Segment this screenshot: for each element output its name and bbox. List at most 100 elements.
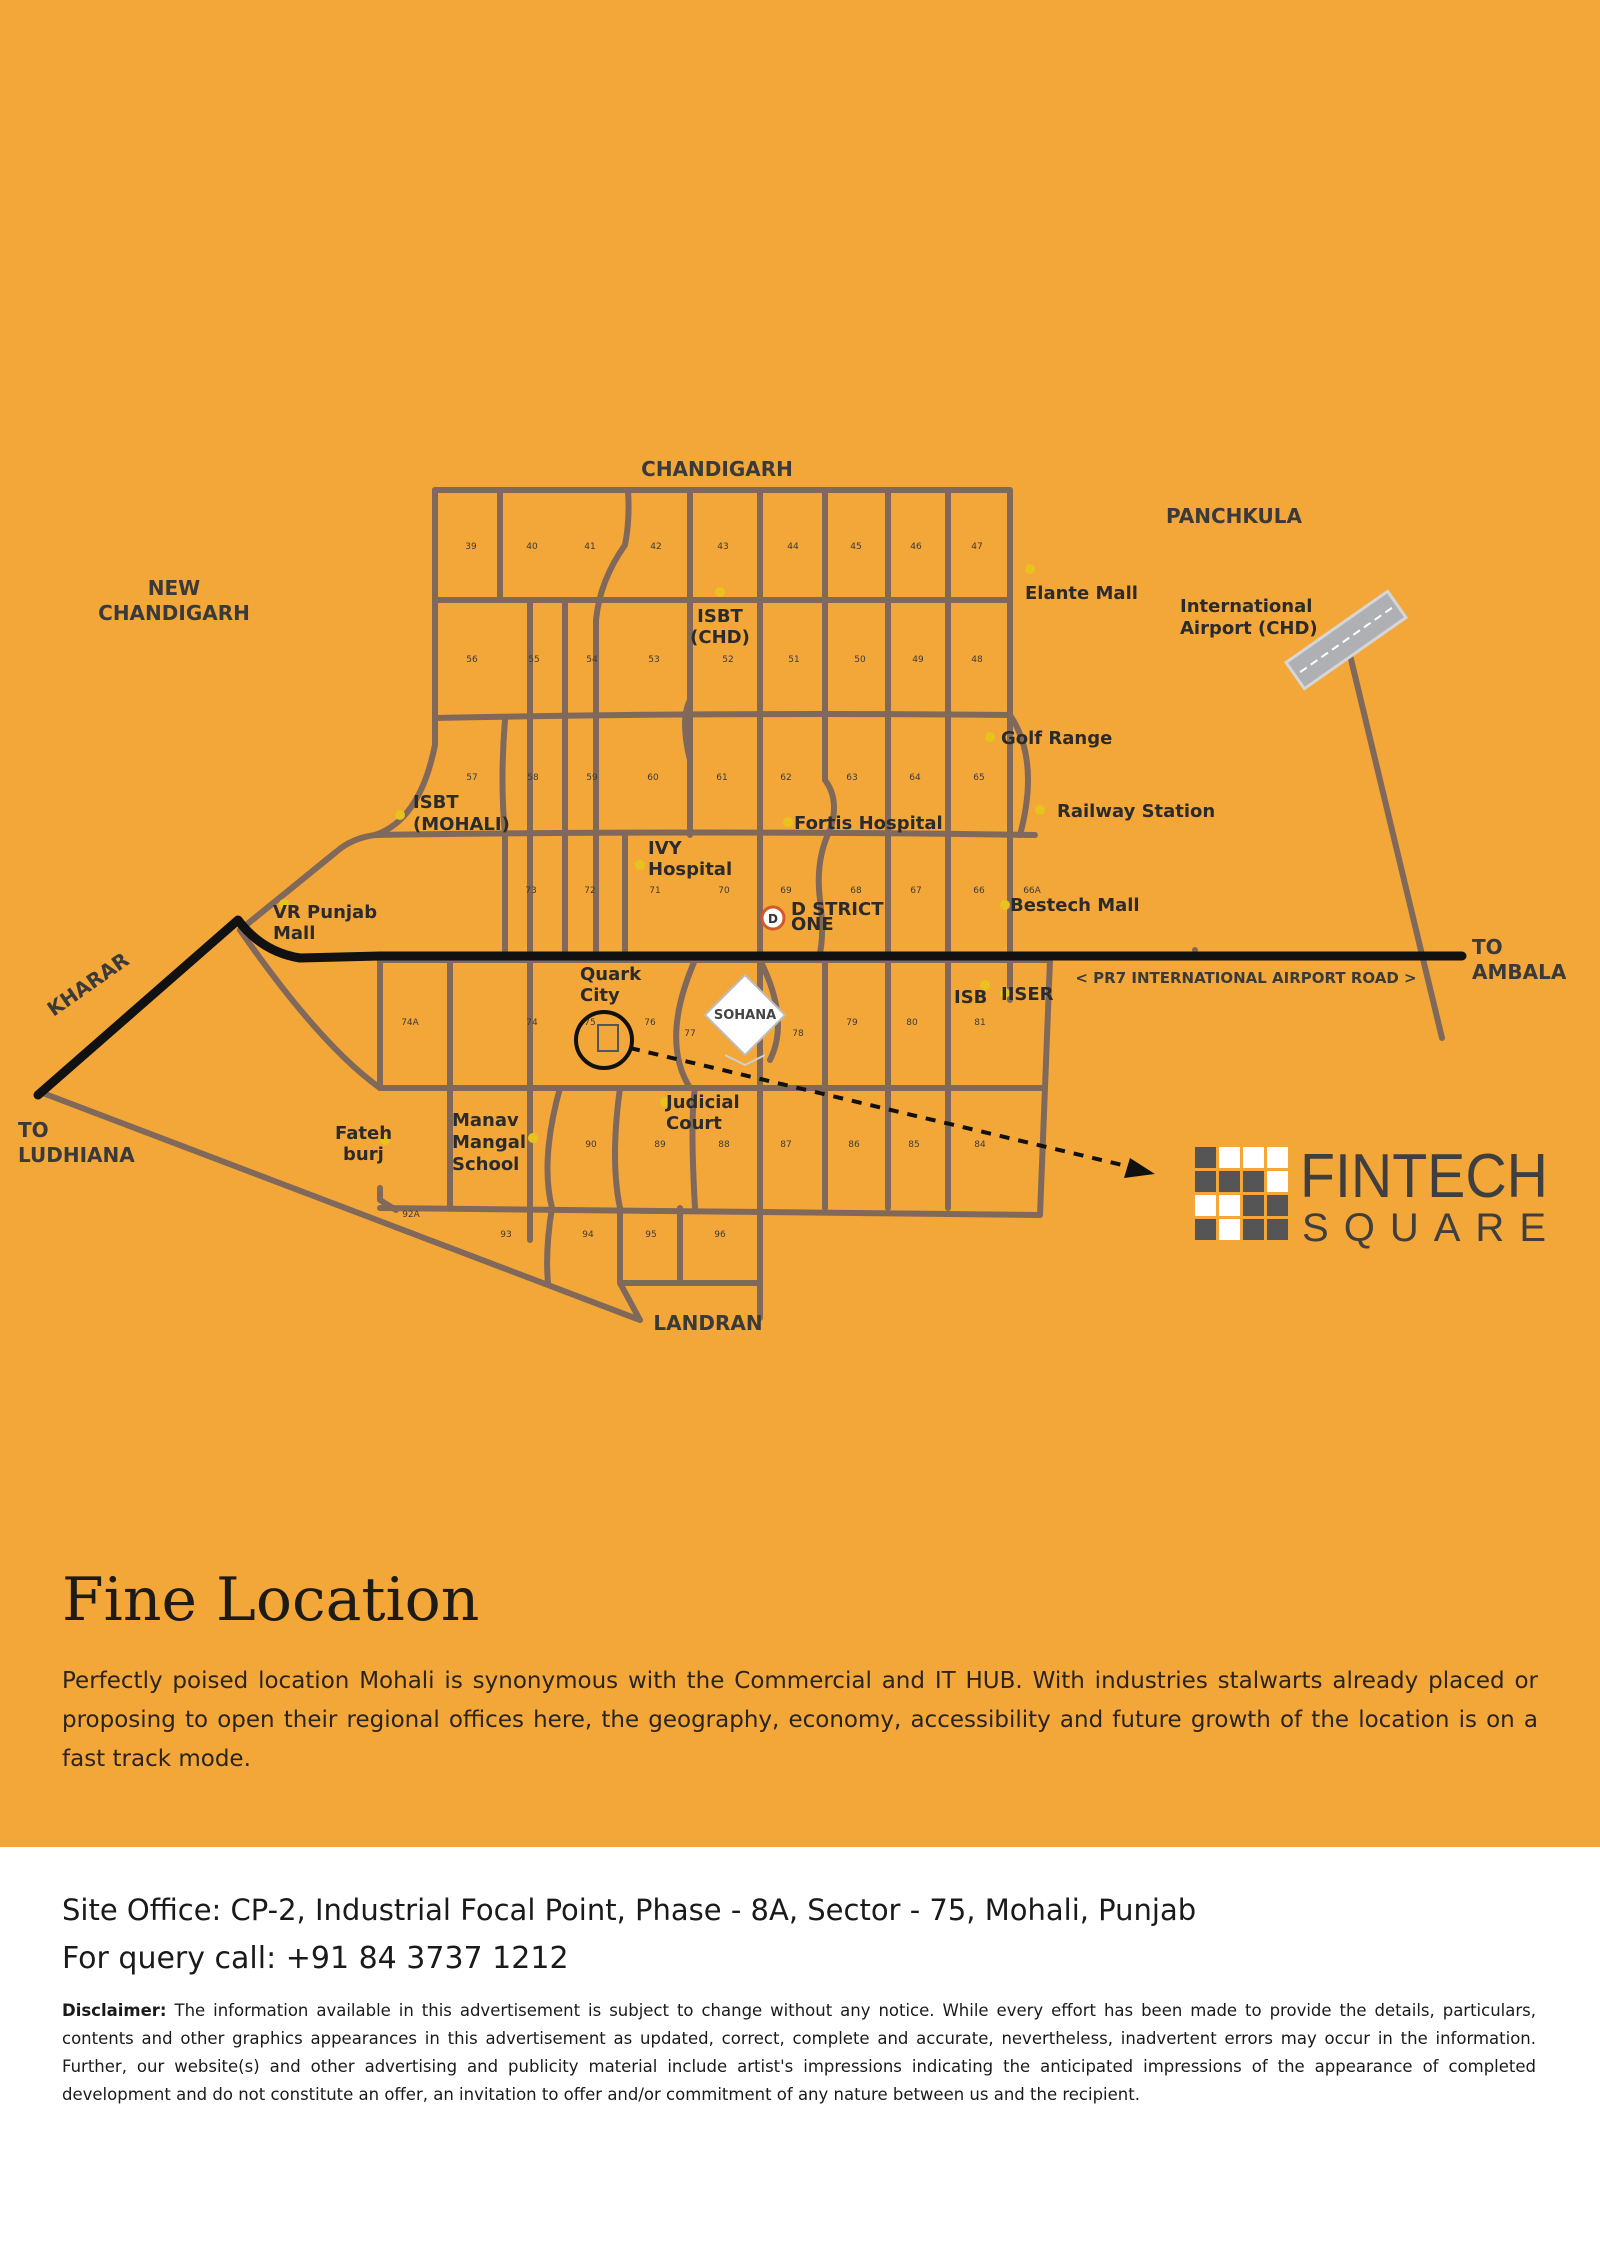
sector-label: 89 <box>654 1140 666 1150</box>
landmark-district-one-line2: ONE <box>791 914 834 935</box>
region-new-chandigarh-line2: CHANDIGARH <box>98 601 250 625</box>
fintech-square-logo: FINTECH SQUARE <box>1195 1142 1548 1250</box>
sector-label: 52 <box>722 655 733 665</box>
site-location-marker <box>574 1010 1155 1178</box>
sector-label: 76 <box>644 1018 656 1028</box>
landmark-quark-line2: City <box>580 985 620 1006</box>
logo-mosaic-icon <box>1195 1147 1288 1240</box>
landmark-elante-mall: Elante Mall <box>1025 583 1138 604</box>
region-kharar: KHARAR <box>43 947 134 1021</box>
sector-label: 47 <box>971 542 982 552</box>
section-title: Fine Location <box>62 1565 480 1635</box>
logo-text-fintech: FINTECH <box>1300 1142 1548 1211</box>
sector-label: 75 <box>584 1018 595 1028</box>
sector-label: 39 <box>465 542 477 552</box>
sector-label: 85 <box>908 1140 919 1150</box>
sector-label: 53 <box>648 655 659 665</box>
to-ambala-line2: AMBALA <box>1472 960 1567 984</box>
sector-label: 45 <box>850 542 861 552</box>
highway <box>33 915 1467 1100</box>
sector-label: 88 <box>718 1140 730 1150</box>
sector-label: 50 <box>854 655 866 665</box>
landmark-district-one-line1: D STRICT <box>791 899 884 920</box>
region-panchkula: PANCHKULA <box>1166 504 1303 528</box>
section-body: Perfectly poised location Mohali is syno… <box>62 1668 1538 1772</box>
landmark-judicial-line2: Court <box>666 1113 722 1134</box>
query-phone-number: For query call: +91 84 3737 1212 <box>62 1941 569 1976</box>
landmark-bestech-mall: Bestech Mall <box>1010 895 1140 916</box>
sector-label: 69 <box>780 886 792 896</box>
sector-label: 81 <box>974 1018 985 1028</box>
to-ludhiana-line2: LUDHIANA <box>18 1143 135 1167</box>
sector-numbers: 39 40 41 42 43 44 45 46 47 56 55 54 53 5… <box>401 542 1041 1240</box>
sector-label: 66A <box>1023 886 1041 896</box>
sohana-label: SOHANA <box>714 1008 776 1023</box>
landmark-labels: Elante Mall International Airport (CHD) … <box>273 583 1318 1175</box>
sector-label: 74A <box>401 1018 419 1028</box>
road-grid <box>37 487 1445 1323</box>
sector-label: 63 <box>846 773 857 783</box>
sector-label: 77 <box>684 1029 695 1039</box>
sector-label: 78 <box>792 1029 804 1039</box>
region-landran: LANDRAN <box>653 1311 762 1335</box>
sector-label: 96 <box>714 1230 726 1240</box>
sector-label: 67 <box>910 886 921 896</box>
sector-label: 56 <box>466 655 478 665</box>
to-ambala-line1: TO <box>1472 935 1503 959</box>
sector-label: 43 <box>717 542 728 552</box>
sector-label: 46 <box>910 542 922 552</box>
sector-label: 80 <box>906 1018 918 1028</box>
sector-label: 84 <box>974 1140 986 1150</box>
landmark-manav-line3: School <box>452 1154 519 1175</box>
landmark-isb: ISB <box>954 987 987 1008</box>
sector-label: 51 <box>788 655 799 665</box>
sector-label: 90 <box>585 1140 597 1150</box>
sector-label: 61 <box>716 773 727 783</box>
sector-label: 73 <box>525 886 536 896</box>
landmark-airport-line1: International <box>1180 596 1312 617</box>
district-one-logo: D <box>760 905 786 931</box>
sector-label: 70 <box>718 886 730 896</box>
sector-label: 62 <box>780 773 791 783</box>
sector-label: 42 <box>650 542 661 552</box>
region-labels: CHANDIGARH PANCHKULA NEW CHANDIGARH KHAR… <box>18 457 1567 1335</box>
sector-label: 40 <box>526 542 538 552</box>
sector-label: 58 <box>527 773 539 783</box>
sector-label: 95 <box>645 1230 656 1240</box>
landmark-isbt-mohali-line1: ISBT <box>413 792 459 813</box>
disclaimer: Disclaimer: The information available in… <box>62 1997 1536 2109</box>
sector-label: 92A <box>402 1210 420 1220</box>
sector-label: 87 <box>780 1140 791 1150</box>
road-label-pr7: < PR7 INTERNATIONAL AIRPORT ROAD > <box>1075 969 1416 987</box>
location-map: 39 40 41 42 43 44 45 46 47 56 55 54 53 5… <box>18 457 1567 1335</box>
sector-label: 93 <box>500 1230 511 1240</box>
landmark-fateh-line1: Fateh <box>335 1123 392 1144</box>
landmark-ivy-line1: IVY <box>648 838 683 859</box>
sector-label: 59 <box>586 773 598 783</box>
landmark-judicial-line1: Judicial <box>664 1092 740 1113</box>
landmark-isbt-chd-line1: ISBT <box>697 606 743 627</box>
sector-label: 79 <box>846 1018 858 1028</box>
sector-label: 71 <box>649 886 660 896</box>
airport-runway-icon <box>1283 589 1409 691</box>
landmark-manav-line1: Manav <box>452 1110 519 1131</box>
sector-label: 86 <box>848 1140 860 1150</box>
disclaimer-label: Disclaimer: <box>62 2001 167 2020</box>
sector-label: 65 <box>973 773 984 783</box>
sector-label: 68 <box>850 886 862 896</box>
logo-text-square: SQUARE <box>1302 1206 1546 1250</box>
landmark-quark-line1: Quark <box>580 964 642 985</box>
landmark-isbt-mohali-line2: (MOHALI) <box>413 814 510 835</box>
sector-label: 41 <box>584 542 595 552</box>
sector-label: 48 <box>971 655 983 665</box>
landmark-railway-station: Railway Station <box>1057 801 1215 822</box>
poi-dots <box>279 564 1045 1145</box>
landmark-iiser: IISER <box>1001 984 1054 1005</box>
landmark-vr-punjab-line2: Mall <box>273 923 315 944</box>
sohana-marker: SOHANA <box>703 973 787 1067</box>
sector-label: 44 <box>787 542 799 552</box>
disclaimer-text: The information available in this advert… <box>62 2001 1536 2104</box>
sector-label: 49 <box>912 655 924 665</box>
landmark-ivy-line2: Hospital <box>648 859 732 880</box>
